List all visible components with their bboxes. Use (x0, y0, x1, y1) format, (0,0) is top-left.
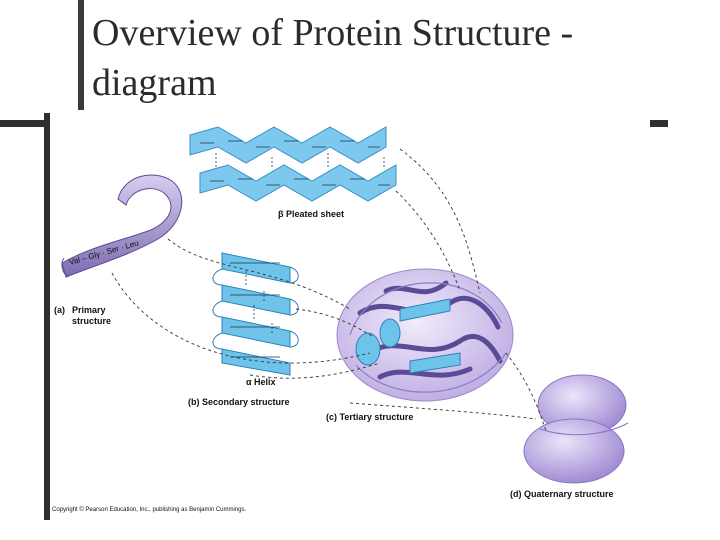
alpha-helix-label: α Helix (246, 377, 276, 387)
beta-pleated-sheet (190, 127, 396, 201)
figure-canvas: β Pleated sheet Val – Gly · Ser · Leu (a… (50, 113, 650, 520)
secondary-structure-label: (b) Secondary structure (188, 397, 290, 407)
copyright-notice: Copyright © Pearson Education, Inc., pub… (52, 506, 247, 513)
quaternary-structure (524, 375, 628, 483)
title-accent-bar (78, 0, 84, 110)
beta-sheet-label: β Pleated sheet (278, 209, 344, 219)
slide-title: Overview of Protein Structure - diagram (92, 8, 692, 108)
tertiary-structure-label: (c) Tertiary structure (326, 412, 413, 422)
primary-letter: (a) (54, 305, 65, 315)
tertiary-structure-globule (337, 269, 513, 401)
divider-left (0, 120, 48, 127)
protein-structure-figure: β Pleated sheet Val – Gly · Ser · Leu (a… (50, 113, 650, 520)
primary-label-line1: Primary (72, 305, 106, 315)
quaternary-structure-label: (d) Quaternary structure (510, 489, 614, 499)
primary-label-line2: structure (72, 316, 111, 326)
alpha-helix (213, 253, 298, 375)
